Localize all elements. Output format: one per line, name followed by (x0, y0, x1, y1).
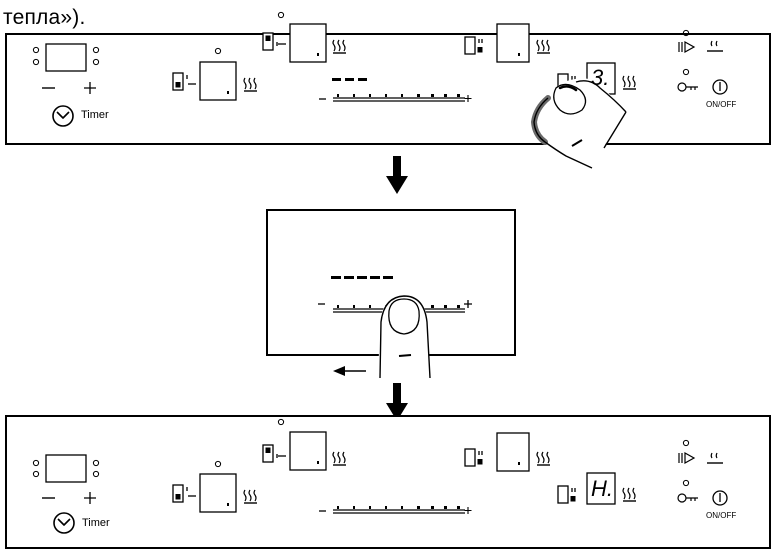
zone-front-left (172, 47, 258, 101)
zone-front-right (557, 472, 637, 505)
control-panel-bottom (5, 415, 771, 549)
boost-icon (678, 451, 696, 465)
key-lock-icon (677, 82, 698, 92)
zone-rear-left (262, 11, 347, 63)
timer-label: Timer (81, 109, 109, 121)
power-icon (712, 79, 728, 95)
power-icon (712, 490, 728, 506)
zone-rear-left (262, 418, 347, 471)
boost-icon (678, 40, 696, 54)
power-slider (319, 93, 472, 102)
finger-icon (530, 78, 627, 169)
control-panel-top (5, 11, 771, 169)
zoom-panel (266, 209, 516, 380)
onoff-label: ON/OFF (706, 100, 737, 109)
power-slider-zoom (318, 300, 472, 313)
timer-display (32, 454, 100, 504)
zone-front-left (172, 460, 258, 513)
zone-display-value: H. (591, 476, 613, 501)
level-indicator (332, 78, 367, 81)
power-slider (319, 505, 472, 514)
keep-warm-icon (707, 40, 723, 52)
down-arrow-icon (386, 383, 408, 421)
timer-display (32, 43, 100, 94)
down-arrow-icon (386, 156, 408, 194)
level-indicator-full (331, 276, 393, 279)
header-text: тепла»). (3, 6, 86, 29)
zone-rear-right (464, 23, 551, 63)
timer-label: Timer (82, 517, 110, 529)
zone-display-value: 3. (591, 65, 610, 90)
onoff-label: ON/OFF (706, 511, 737, 520)
finger-icon (378, 295, 431, 380)
right-controls (677, 29, 728, 95)
keep-warm-icon (707, 452, 723, 464)
swipe-left-arrow-icon (333, 366, 366, 376)
key-lock-icon (677, 493, 698, 503)
zone-rear-right (464, 432, 551, 472)
right-controls (677, 439, 728, 506)
